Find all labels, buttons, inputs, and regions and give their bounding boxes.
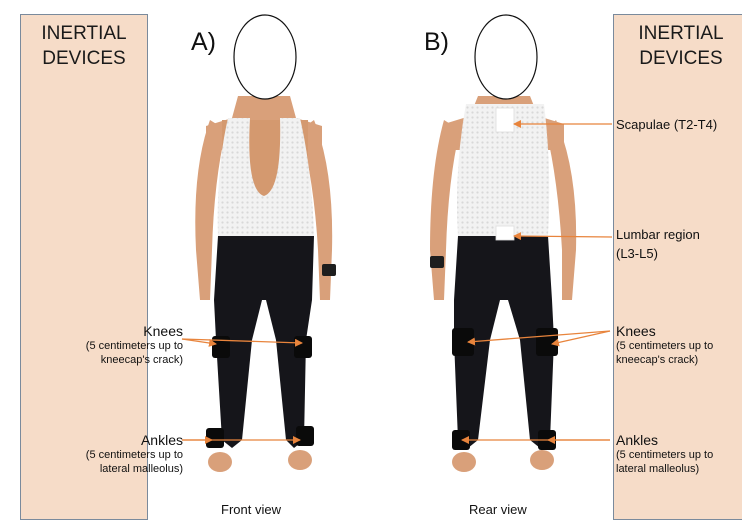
ankles-label-left: Ankles (5 centimeters up to lateral mall…: [16, 432, 183, 476]
panel-b-label: B): [424, 28, 449, 57]
rear-head-mask: [475, 15, 537, 99]
rear-lumbar-sensor: [496, 226, 514, 240]
lumbar-range: (L3-L5): [616, 246, 740, 262]
ankles-left-title: Ankles: [16, 432, 183, 448]
knees-label-right: Knees (5 centimeters up to kneecap's cra…: [616, 323, 740, 367]
rear-view-caption: Rear view: [469, 502, 527, 517]
front-left-ankle-sensor: [206, 428, 224, 448]
front-figure: [195, 15, 336, 472]
lumbar-title: Lumbar region: [616, 227, 740, 243]
rear-watch: [430, 256, 444, 268]
knees-left-title: Knees: [16, 323, 183, 339]
panel-a-label: A): [191, 28, 216, 57]
lumbar-label: Lumbar region (L3-L5): [616, 227, 740, 262]
ankles-right-title: Ankles: [616, 432, 740, 448]
ankles-right-description: (5 centimeters up to lateral malleolus): [616, 448, 740, 476]
knees-right-description: (5 centimeters up to kneecap's crack): [616, 339, 740, 367]
front-right-knee-sensor: [294, 336, 312, 358]
front-head-mask: [234, 15, 296, 99]
front-watch: [322, 264, 336, 276]
rear-figure: [430, 15, 576, 472]
knees-left-description: (5 centimeters up to kneecap's crack): [16, 339, 183, 367]
front-view-caption: Front view: [221, 502, 281, 517]
front-right-ankle-sensor: [296, 426, 314, 446]
rear-right-knee-sensor: [536, 328, 558, 356]
front-left-knee-sensor: [212, 336, 230, 358]
scapulae-label: Scapulae (T2-T4): [616, 117, 740, 133]
ankles-label-right: Ankles (5 centimeters up to lateral mall…: [616, 432, 740, 476]
knees-right-title: Knees: [616, 323, 740, 339]
rear-left-foot: [452, 452, 476, 472]
knees-label-left: Knees (5 centimeters up to kneecap's cra…: [16, 323, 183, 367]
rear-scapulae-sensor: [496, 108, 514, 132]
rear-right-foot: [530, 450, 554, 470]
front-right-foot: [288, 450, 312, 470]
ankles-left-description: (5 centimeters up to lateral malleolus): [16, 448, 183, 476]
front-left-foot: [208, 452, 232, 472]
